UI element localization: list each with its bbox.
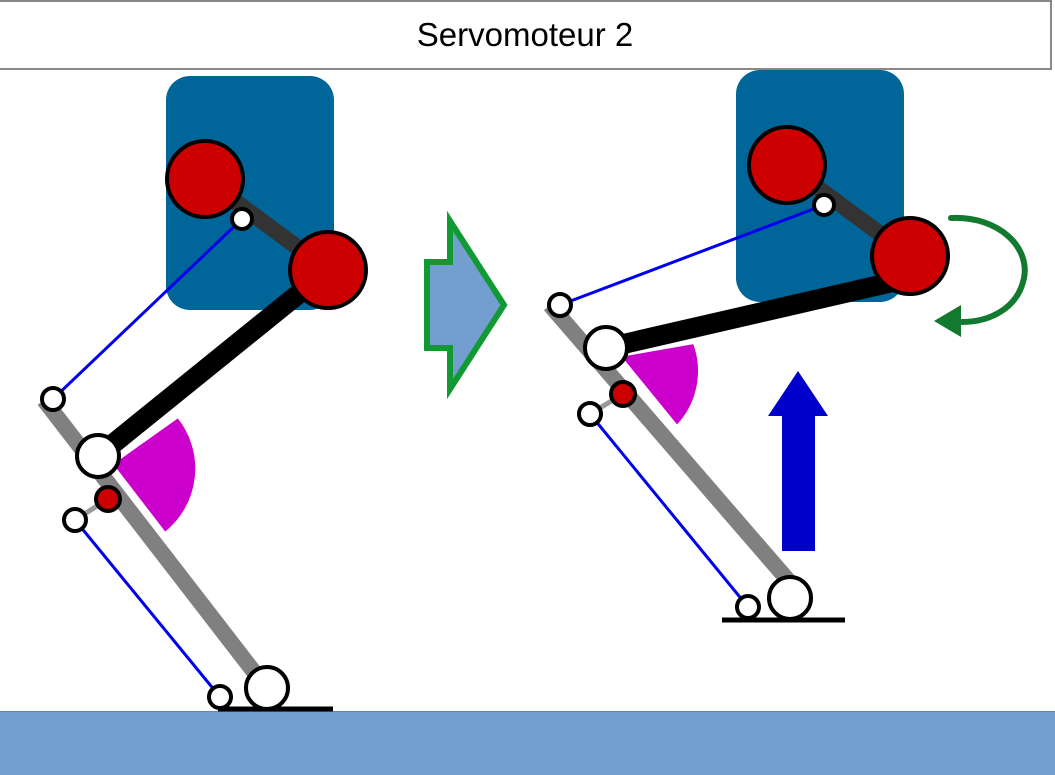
left-rod-top-joint <box>40 386 66 412</box>
right-leg-state <box>543 70 1028 623</box>
ground <box>0 711 1055 775</box>
right-foot-joint <box>767 575 813 621</box>
left-servo-pivot-top <box>165 139 245 219</box>
transition-arrow-shape <box>424 210 508 400</box>
right-main-arm <box>603 268 913 358</box>
left-main-arm <box>91 262 335 464</box>
lift-arrow-shape <box>768 371 828 551</box>
right-servo-pivot-arm <box>870 216 950 296</box>
left-angle-sector <box>110 415 198 535</box>
right-servo-small-joint <box>812 193 836 217</box>
left-servo-small-joint <box>230 207 254 231</box>
left-rod-lower-joint <box>62 507 88 533</box>
left-foot-small-joint <box>207 684 233 710</box>
arrow-right-icon <box>424 210 508 400</box>
title-bar: Servomoteur 2 <box>0 0 1052 70</box>
right-lower-rod <box>588 413 750 608</box>
left-lower-rod <box>73 519 222 698</box>
left-leg-state <box>37 76 368 712</box>
left-knee-joint <box>75 433 121 479</box>
right-upper-rod <box>559 203 825 307</box>
right-knee-red-joint <box>609 380 637 408</box>
left-knee-red-joint <box>94 485 122 513</box>
right-foot-small-joint <box>735 594 761 620</box>
left-servo-pivot-arm <box>288 230 368 310</box>
left-upper-rod <box>51 217 244 401</box>
rotation-arrow-head <box>934 305 961 337</box>
rotation-arrow-arc <box>948 214 1028 325</box>
rotate-clockwise-icon <box>934 214 1028 337</box>
left-foot-joint <box>244 665 290 711</box>
right-knee-joint <box>583 325 629 371</box>
right-servo-pivot-top <box>747 125 827 205</box>
right-rod-top-joint <box>547 292 573 318</box>
right-rod-lower-joint <box>577 401 603 427</box>
right-angle-sector <box>618 341 701 428</box>
arrow-up-icon <box>768 371 828 551</box>
page-title: Servomoteur 2 <box>416 16 634 53</box>
